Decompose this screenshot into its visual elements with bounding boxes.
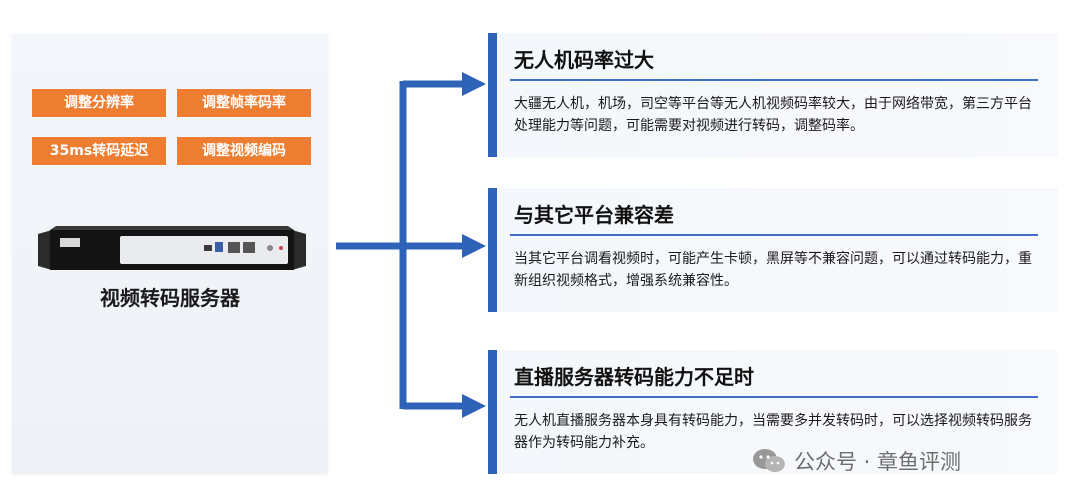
card-divider bbox=[510, 396, 1038, 398]
card-accent-bar bbox=[488, 188, 497, 312]
card-divider bbox=[510, 79, 1038, 81]
card-accent-bar bbox=[488, 350, 497, 474]
card-body: 大疆无人机，机场，司空等平台等无人机视频码率较大，由于网络带宽，第三方平台处理能… bbox=[514, 93, 1038, 137]
card-high-bitrate: 无人机码率过大 大疆无人机，机场，司空等平台等无人机视频码率较大，由于网络带宽，… bbox=[488, 33, 1058, 157]
card-title: 直播服务器转码能力不足时 bbox=[514, 361, 754, 390]
card-divider bbox=[510, 234, 1038, 236]
card-accent-bar bbox=[488, 33, 497, 157]
card-body: 当其它平台调看视频时，可能产生卡顿，黑屏等不兼容问题，可以通过转码能力，重新组织… bbox=[514, 248, 1038, 292]
card-title: 无人机码率过大 bbox=[514, 44, 654, 73]
watermark-text: 公众号 · 章鱼评测 bbox=[794, 446, 961, 476]
watermark: 公众号 · 章鱼评测 bbox=[752, 446, 961, 476]
card-compatibility: 与其它平台兼容差 当其它平台调看视频时，可能产生卡顿，黑屏等不兼容问题，可以通过… bbox=[488, 188, 1058, 312]
wechat-icon bbox=[752, 447, 786, 475]
card-title: 与其它平台兼容差 bbox=[514, 199, 674, 228]
